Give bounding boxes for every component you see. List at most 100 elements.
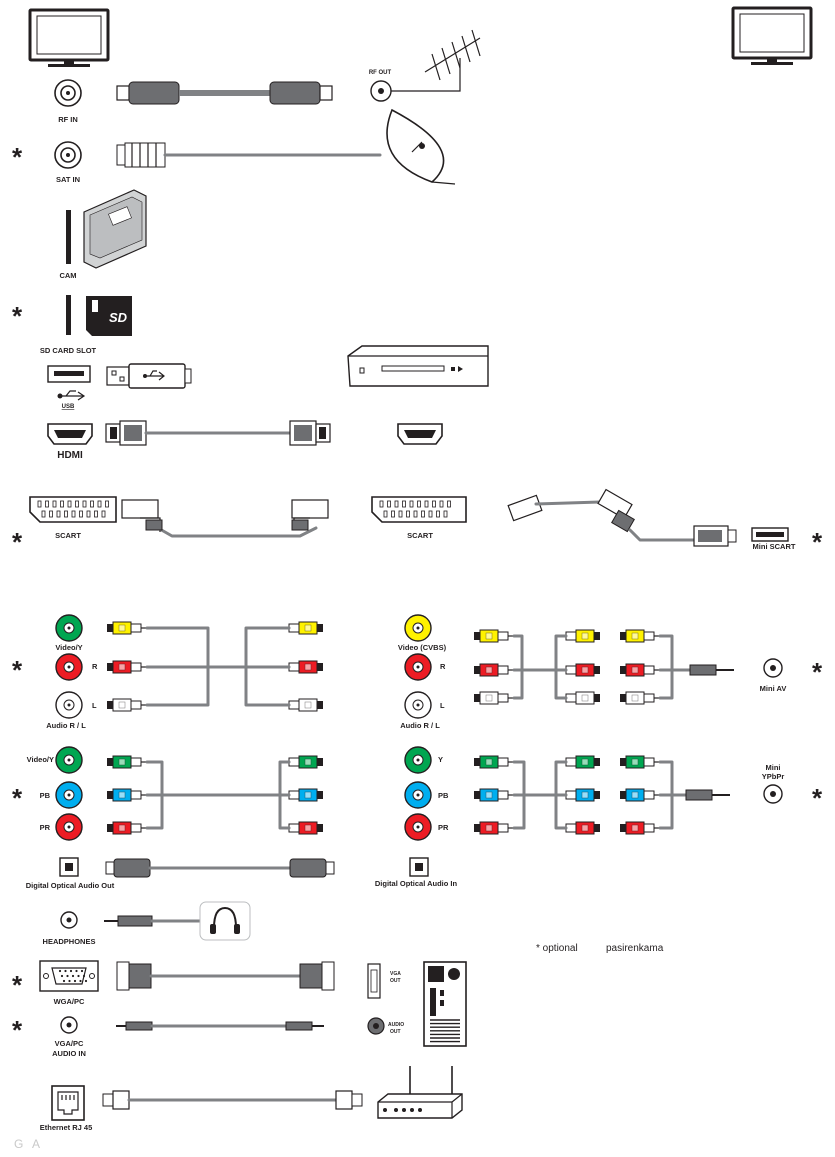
- av-cable-icon: [107, 621, 323, 712]
- rca-plug-icon: [474, 755, 514, 769]
- optional-asterisk: *: [812, 783, 823, 813]
- headphones-icon: [199, 901, 251, 941]
- mini-ypbpr-label-2: YPbPr: [762, 772, 785, 781]
- optional-asterisk: *: [12, 970, 23, 1000]
- headphones-port-icon: [60, 911, 78, 929]
- mini-ypbpr-label-1: Mini: [766, 763, 781, 772]
- sd-slot-icon: [66, 295, 71, 335]
- hdmi-port-device-icon: [397, 423, 443, 445]
- vga-out-label-2: OUT: [390, 978, 401, 984]
- vga-cable-icon: [116, 961, 335, 991]
- component-cable-icon: [107, 755, 323, 835]
- optional-note: * optional: [536, 943, 578, 954]
- rca-plug-icon: [620, 629, 660, 643]
- rca-plug-icon: [620, 821, 660, 835]
- cam-slot-icon: [66, 210, 71, 264]
- video-y-2-label: Video/Y: [27, 755, 54, 764]
- pb-port-icon: [55, 781, 83, 809]
- ethernet-label: Ethernet RJ 45: [40, 1123, 93, 1132]
- satellite-dish-icon: [386, 108, 456, 185]
- rca-plug-icon: [107, 788, 147, 802]
- router-icon: [377, 1066, 463, 1119]
- mini-av-cable-icon: [474, 629, 734, 705]
- rca-plug-icon: [620, 788, 660, 802]
- audio-r-port-icon: [55, 653, 83, 681]
- scart-cable-icon: [121, 499, 329, 538]
- rca-plug-icon: [107, 821, 147, 835]
- mini-av-port-icon: [763, 658, 783, 678]
- audio-rl-right-label: Audio R / L: [400, 721, 440, 730]
- video-y-label: Video/Y: [55, 643, 82, 652]
- mini-scart-port-icon: [751, 527, 789, 542]
- headphone-jack-cable-icon: [104, 915, 202, 927]
- r-label: R: [92, 662, 98, 671]
- optional-note-translation: pasirenkama: [606, 943, 664, 954]
- rca-plug-icon: [560, 788, 600, 802]
- pr-right-label: PR: [438, 823, 449, 832]
- scart-device-label: SCART: [407, 531, 433, 540]
- hdmi-logo: HDMI: [57, 450, 83, 461]
- watermark-glyph: A: [32, 1137, 40, 1151]
- pb-port-right-icon: [404, 781, 432, 809]
- cam-module-icon: [83, 189, 147, 269]
- mini-ypbpr-port-icon: [763, 784, 783, 804]
- rf-out-port-icon: [370, 58, 461, 102]
- watermark-glyph: G: [14, 1137, 23, 1151]
- rf-in-label: RF IN: [58, 115, 78, 124]
- y-port-right-icon: [404, 746, 432, 774]
- optional-asterisk: *: [812, 527, 823, 557]
- r-right-label: R: [440, 662, 446, 671]
- rca-plug-icon: [107, 660, 147, 674]
- y-right-label: Y: [438, 755, 443, 764]
- optional-asterisk: *: [12, 783, 23, 813]
- tv-right-icon: [731, 6, 813, 65]
- audio-rl-label: Audio R / L: [46, 721, 86, 730]
- optional-asterisk: *: [12, 301, 23, 331]
- coax-cable-icon: [116, 81, 333, 105]
- audio-cable-icon: [116, 1021, 324, 1031]
- rca-plug-icon: [620, 755, 660, 769]
- mini-av-label: Mini AV: [760, 684, 787, 693]
- rca-plug-icon: [474, 691, 514, 705]
- optical-in-port-icon: [409, 857, 429, 877]
- rca-plug-icon: [474, 629, 514, 643]
- rca-plug-icon: [107, 755, 147, 769]
- l-label: L: [92, 701, 97, 710]
- audio-l-port-right-icon: [404, 691, 432, 719]
- rca-plug-icon: [620, 663, 660, 677]
- headphones-label: HEADPHONES: [43, 937, 96, 946]
- rca-plug-icon: [474, 788, 514, 802]
- pc-tower-icon: [423, 961, 467, 1047]
- pb-label: PB: [40, 791, 51, 800]
- rca-plug-icon: [107, 621, 147, 635]
- rca-plug-icon: [560, 821, 600, 835]
- audio-out-label-1: AUDIO: [388, 1022, 404, 1028]
- audio-r-port-right-icon: [404, 653, 432, 681]
- audio-out-port-icon: [367, 1017, 385, 1035]
- optional-asterisk: *: [12, 655, 23, 685]
- rca-plug-icon: [560, 755, 600, 769]
- rca-plug-icon: [283, 698, 323, 712]
- vga-pc-audio-label-2: AUDIO IN: [52, 1049, 86, 1058]
- vga-port-icon: [39, 960, 99, 992]
- vga-out-label-1: VGA: [390, 971, 401, 977]
- vga-out-port-icon: [367, 963, 381, 999]
- pr-port-icon: [55, 813, 83, 841]
- audio-l-port-icon: [55, 691, 83, 719]
- pb-right-label: PB: [438, 791, 449, 800]
- hdmi-port-icon: [47, 423, 93, 445]
- mini-scart-label: Mini SCART: [753, 542, 796, 551]
- rf-in-port-icon: [54, 79, 82, 107]
- antenna-icon: [424, 29, 481, 81]
- ethernet-port-icon: [51, 1085, 85, 1121]
- rca-plug-icon: [283, 788, 323, 802]
- rca-plug-icon: [474, 821, 514, 835]
- usb-port-icon: [47, 365, 91, 401]
- scart-to-mini-scart-cable-icon: [507, 488, 737, 547]
- tv-left-icon: [28, 8, 110, 67]
- cam-label: CAM: [59, 271, 76, 280]
- scart-device-port-icon: [371, 496, 467, 523]
- rca-plug-icon: [620, 691, 660, 705]
- rca-plug-icon: [474, 663, 514, 677]
